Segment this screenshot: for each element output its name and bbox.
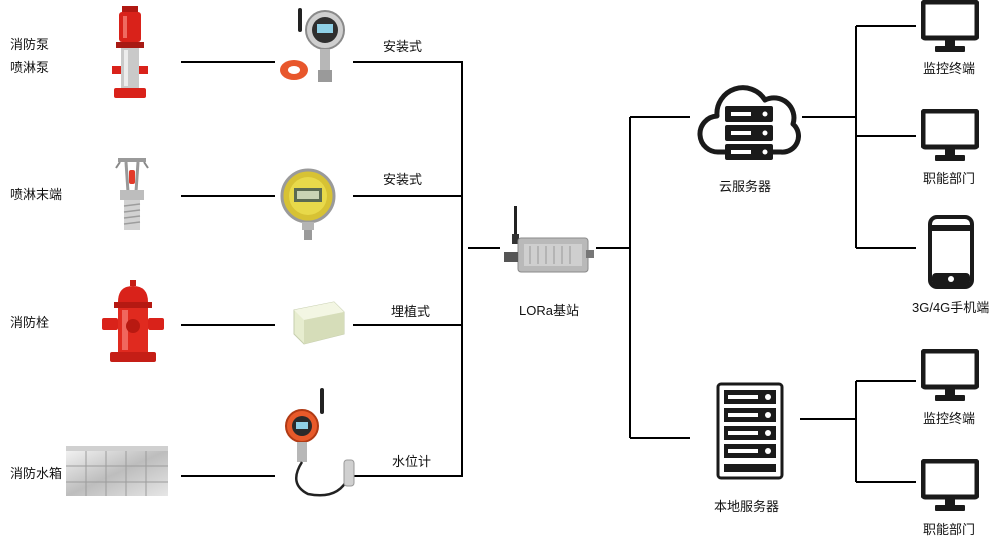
monitor-icon bbox=[921, 109, 979, 163]
cloud-client-label-mobile: 3G/4G手机端 bbox=[912, 300, 990, 315]
source-label-sprinkler-pump: 喷淋泵 bbox=[10, 60, 50, 75]
local-client-label-department: 职能部门 bbox=[923, 522, 976, 537]
sensor-label-water-level: 水位计 bbox=[392, 454, 432, 469]
buried-sensor-icon bbox=[290, 300, 346, 346]
cloud-client-label-monitor: 监控终端 bbox=[923, 61, 976, 76]
pressure-transmitter-icon bbox=[278, 6, 358, 88]
water-tank-icon bbox=[66, 446, 168, 498]
sprinkler-head-icon bbox=[112, 158, 152, 234]
water-level-meter-icon bbox=[282, 388, 364, 500]
base-station-label: LORa基站 bbox=[519, 303, 579, 318]
source-label-fire-pump: 消防泵 bbox=[10, 37, 50, 52]
source-label-sprinkler-end: 喷淋末端 bbox=[10, 187, 63, 202]
monitor-icon bbox=[921, 459, 979, 513]
fire-pump-icon bbox=[112, 6, 148, 100]
cloud-server-icon bbox=[697, 78, 801, 166]
sensor-label-install-2: 安装式 bbox=[383, 172, 423, 187]
local-client-label-monitor: 监控终端 bbox=[923, 411, 976, 426]
fire-hydrant-icon bbox=[100, 280, 166, 364]
source-label-fire-hydrant: 消防栓 bbox=[10, 315, 50, 330]
sensor-label-buried: 埋植式 bbox=[391, 304, 431, 319]
digital-pressure-gauge-icon bbox=[280, 166, 336, 242]
smartphone-icon bbox=[928, 215, 974, 289]
monitor-icon bbox=[921, 0, 979, 54]
local-server-label: 本地服务器 bbox=[714, 499, 780, 514]
lora-gateway-icon bbox=[500, 206, 596, 278]
monitor-icon bbox=[921, 349, 979, 403]
cloud-client-label-department: 职能部门 bbox=[923, 171, 976, 186]
sensor-label-install-1: 安装式 bbox=[383, 39, 423, 54]
local-server-icon bbox=[716, 382, 784, 480]
cloud-server-label: 云服务器 bbox=[719, 179, 772, 194]
source-label-water-tank: 消防水箱 bbox=[10, 466, 63, 481]
